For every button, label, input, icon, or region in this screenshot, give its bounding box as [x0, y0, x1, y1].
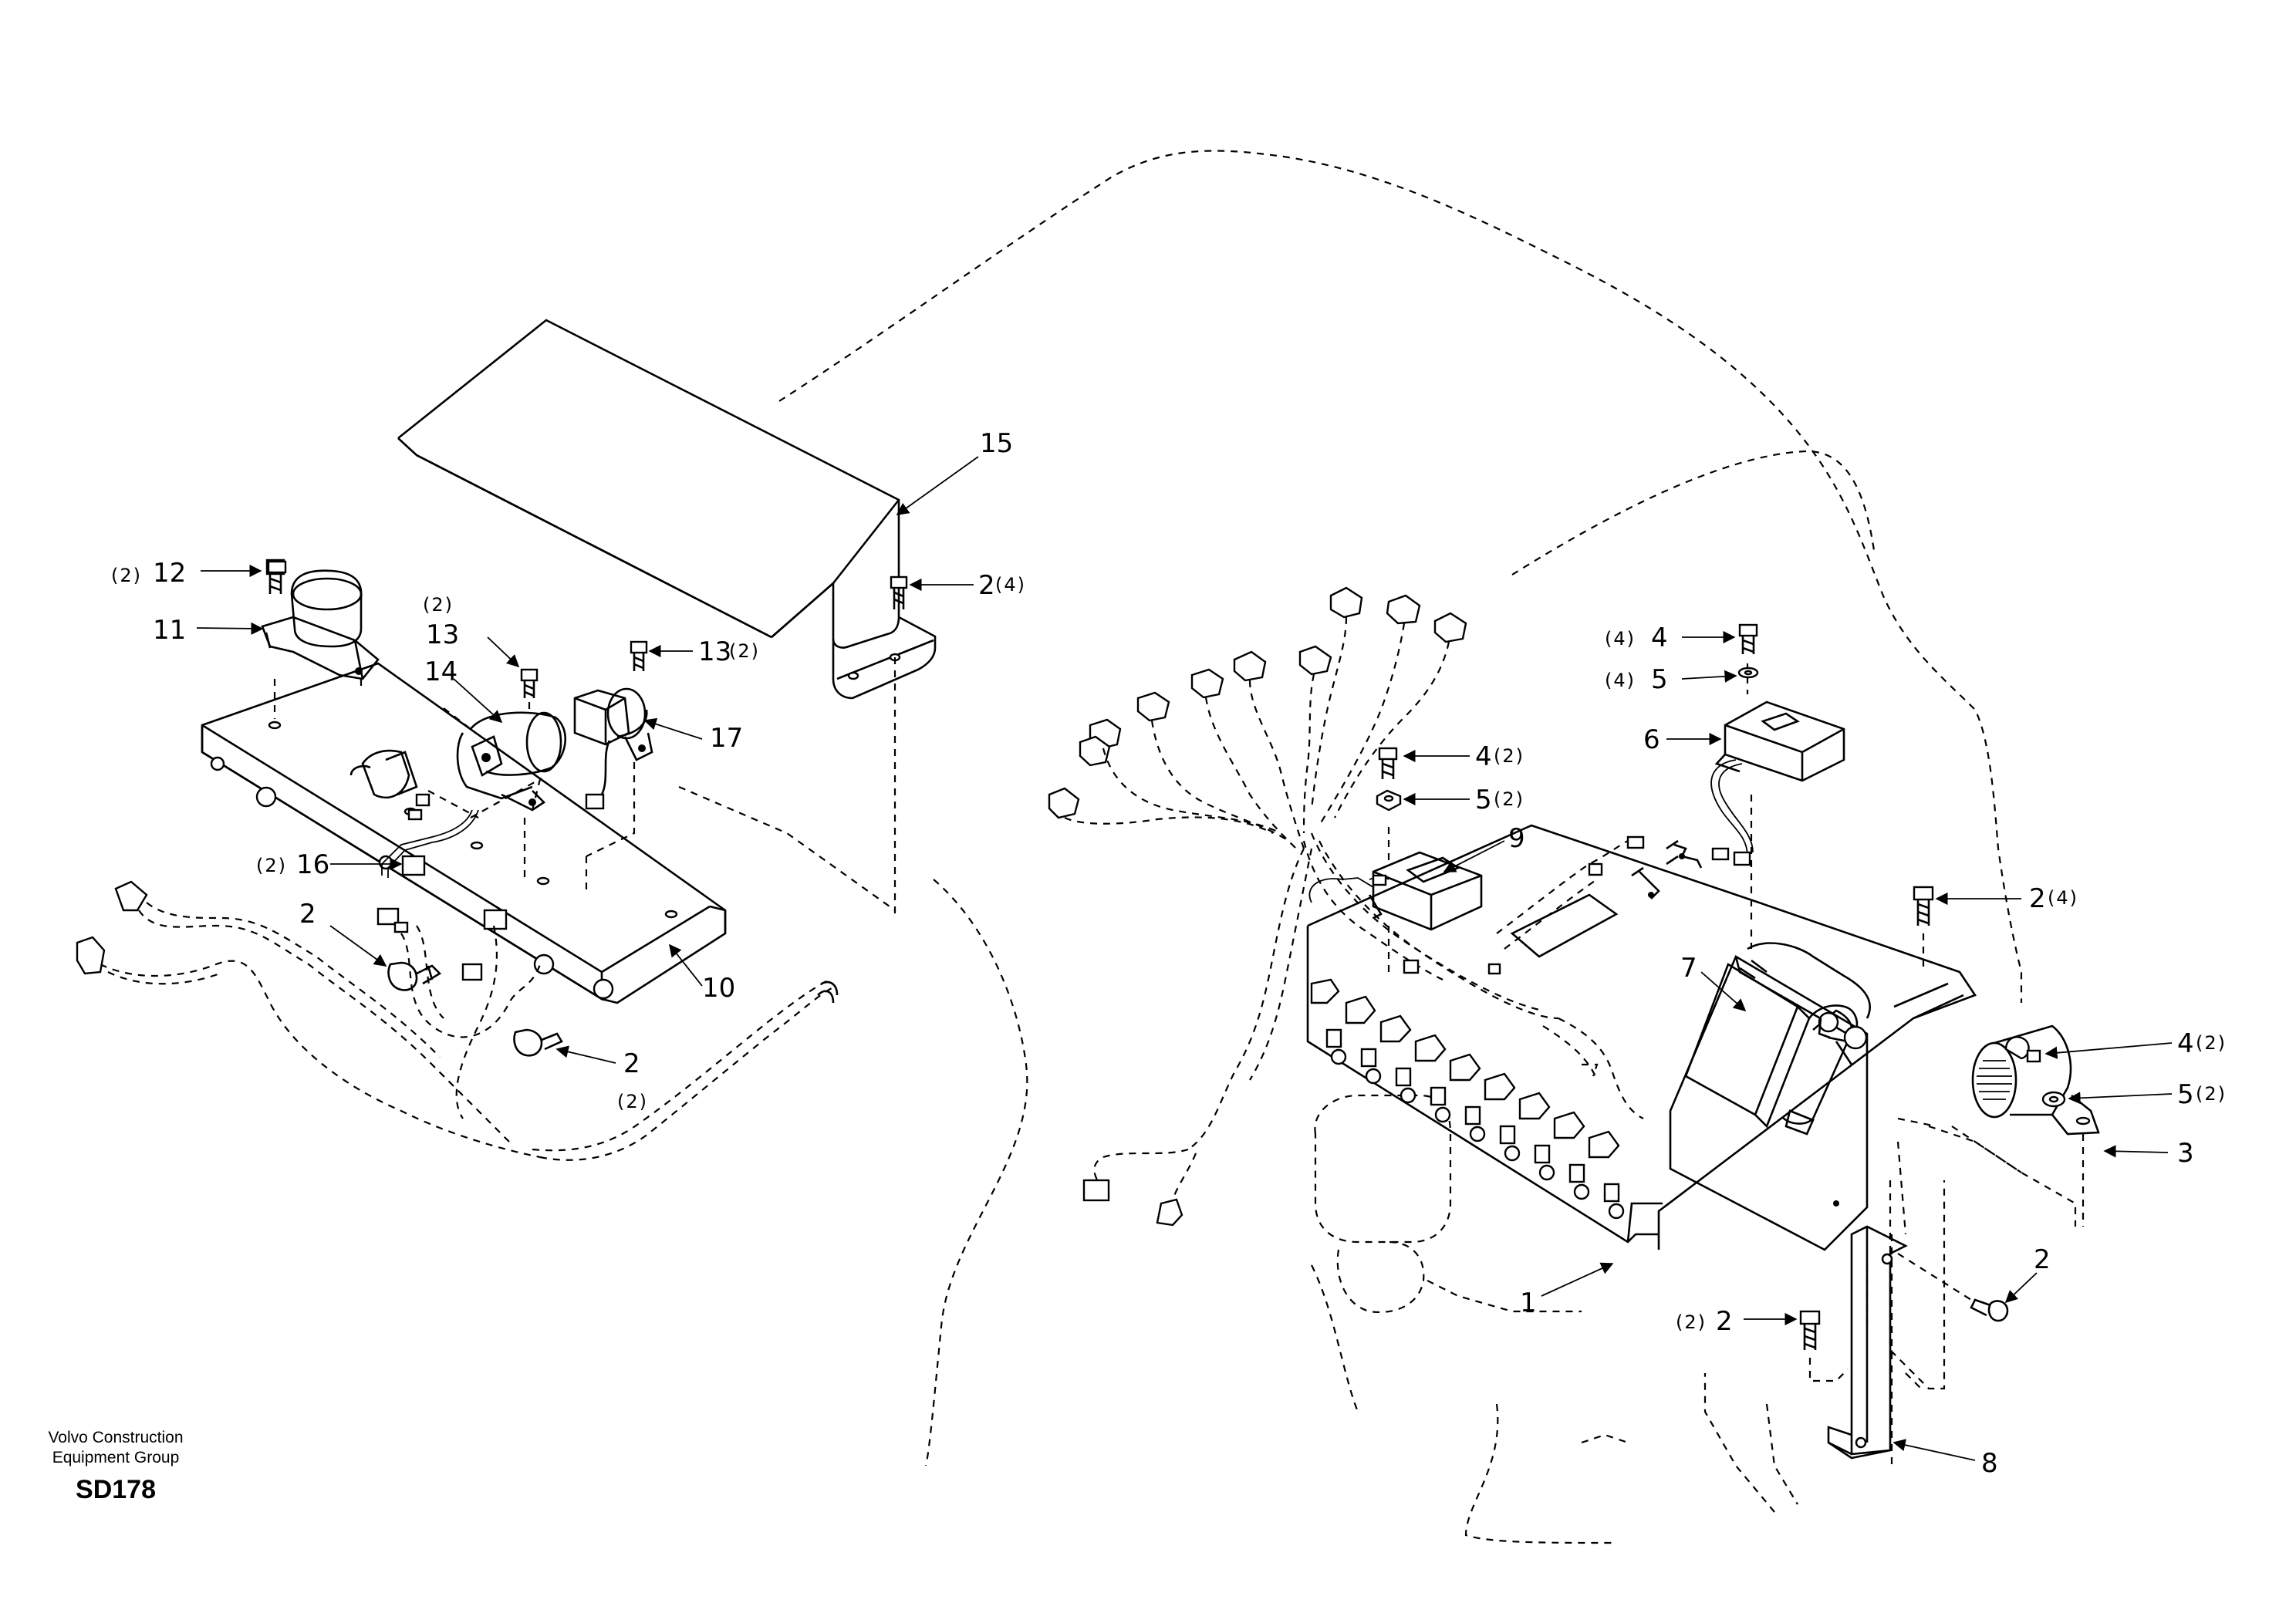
callout-2-cover: 2: [978, 570, 995, 601]
machine-outline: [778, 150, 2077, 1544]
callout-2-right-qty: (4): [2048, 887, 2078, 909]
callout-4-mid-qty: (2): [1494, 745, 1524, 767]
callout-13b: 13: [698, 636, 731, 667]
callout-13a: 13: [426, 619, 459, 650]
main-bracket-1: [1306, 824, 1977, 1250]
callout-5-mid: 5: [1475, 785, 1492, 815]
footer: Volvo Construction Equipment Group SD178: [48, 1429, 183, 1504]
callout-16: 16: [296, 849, 329, 880]
callout-3: 3: [2177, 1138, 2194, 1169]
fasteners-left: [267, 560, 908, 1057]
callout-2-base-qty: (2): [1676, 1311, 1707, 1333]
drawing-code: SD178: [76, 1475, 156, 1504]
callout-5-mid-qty: (2): [1494, 788, 1524, 810]
callout-4-horn-qty: (2): [2196, 1032, 2227, 1054]
cover-plate-15: [397, 319, 937, 914]
leader-lines: [196, 456, 2173, 1461]
callout-2-lower: 2: [2034, 1244, 2051, 1275]
company-name-line1: Volvo Construction: [48, 1429, 183, 1446]
callout-2-bottom: 2: [623, 1048, 640, 1079]
callout-15: 15: [980, 428, 1013, 459]
callout-2-left: 2: [299, 899, 316, 930]
callout-5-top-qty: (4): [1605, 670, 1636, 691]
callout-2-bottom-qty: (2): [617, 1091, 648, 1112]
callout-2-base: 2: [1716, 1306, 1733, 1337]
module-6: [1710, 663, 1845, 926]
callout-13b-qty: (2): [729, 640, 760, 662]
callout-2-right: 2: [2029, 883, 2046, 914]
callout-1: 1: [1520, 1288, 1537, 1318]
callout-4-top: 4: [1651, 623, 1668, 653]
callout-10: 10: [702, 973, 735, 1004]
module-7: [1669, 930, 1872, 1251]
callout-12-qty: (2): [111, 565, 142, 586]
callout-12: 12: [153, 558, 186, 589]
callout-4-horn: 4: [2177, 1028, 2194, 1059]
company-name-line2: Equipment Group: [52, 1449, 180, 1466]
callout-11: 11: [153, 615, 186, 646]
callout-labels: 15 2 (4) (2) 12 11 (2) 13 13 (2) 14 17 (…: [111, 428, 2227, 1479]
relay-11: [261, 559, 380, 719]
callout-5-horn: 5: [2177, 1079, 2194, 1110]
callout-5-horn-qty: (2): [2196, 1083, 2227, 1105]
callout-4-top-qty: (4): [1605, 628, 1636, 650]
callout-7: 7: [1680, 953, 1697, 984]
callout-13a-qty: (2): [423, 594, 454, 616]
bracket-8: [1827, 1141, 1908, 1466]
harness-left: [76, 880, 839, 1161]
fuse-block: [1310, 978, 1625, 1220]
relay-17: [573, 687, 896, 911]
solenoid-14: [349, 707, 566, 879]
callout-2-cover-qty: (4): [995, 574, 1026, 596]
callout-5-top: 5: [1651, 664, 1668, 695]
callout-4-mid: 4: [1475, 741, 1492, 772]
callout-9: 9: [1508, 823, 1525, 854]
callout-6: 6: [1643, 724, 1660, 755]
module-9: [1368, 827, 1483, 972]
callout-8: 8: [1981, 1448, 1998, 1479]
callout-14: 14: [424, 656, 458, 687]
callout-16-qty: (2): [256, 855, 287, 876]
harness-right: [1048, 586, 1703, 1227]
fasteners-right: [1376, 623, 2100, 1382]
callout-17: 17: [710, 723, 743, 754]
